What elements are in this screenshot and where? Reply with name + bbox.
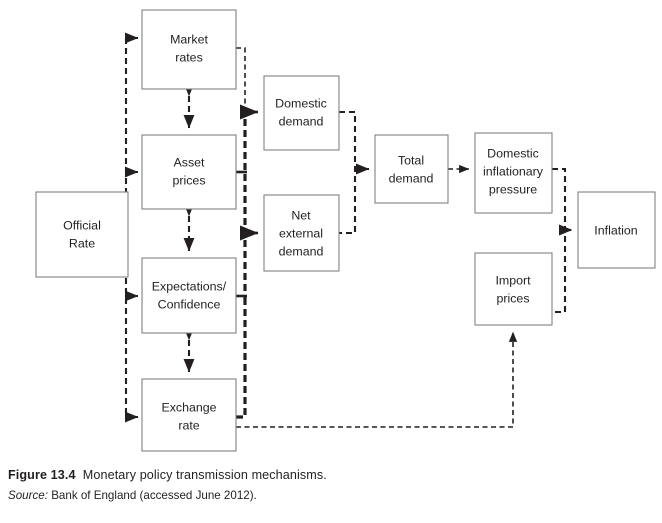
node-label-domestic-infl-line1: Domestic xyxy=(487,146,539,160)
node-label-expectations-line2: Confidence xyxy=(158,297,221,311)
node-domestic-inflationary-pressure[interactable]: Domestic inflationary pressure xyxy=(474,132,553,214)
node-label-total-demand-line2: demand xyxy=(389,171,434,185)
node-label-domestic-infl-line2: inflationary xyxy=(483,164,544,178)
node-inflation[interactable]: Inflation xyxy=(577,191,656,269)
node-label-net-external-line3: demand xyxy=(279,244,324,258)
node-market-rates[interactable]: Market rates xyxy=(141,9,237,90)
node-label-domestic-infl-line3: pressure xyxy=(489,182,537,196)
node-label-net-external-line1: Net xyxy=(291,208,311,222)
node-label-domestic-demand-line2: demand xyxy=(279,114,324,128)
caption-source: Source: Bank of England (accessed June 2… xyxy=(8,489,654,502)
node-label-import-prices-line2: prices xyxy=(496,291,529,305)
node-label-expectations-line1: Expectations/ xyxy=(152,279,227,293)
node-label-inflation-line1: Inflation xyxy=(594,223,638,237)
node-label-official-rate-line1: Official xyxy=(63,218,101,232)
edge-exchange-rate-to-import-prices xyxy=(236,331,518,428)
node-asset-prices[interactable]: Asset prices xyxy=(141,134,237,210)
node-label-market-rates-line2: rates xyxy=(175,50,203,64)
node-net-external-demand[interactable]: Net external demand xyxy=(263,194,340,272)
caption-figure-number: Figure 13.4 xyxy=(8,468,76,482)
caption-source-label: Source: xyxy=(8,489,48,502)
node-label-official-rate-line2: Rate xyxy=(69,236,95,250)
node-label-total-demand-line1: Total xyxy=(398,153,424,167)
node-label-market-rates-line1: Market xyxy=(170,32,208,46)
transmission-mechanism-diagram: Official Rate Market rates Asset prices … xyxy=(35,9,656,452)
caption-title: Figure 13.4 Monetary policy transmission… xyxy=(8,468,654,482)
node-import-prices[interactable]: Import prices xyxy=(474,252,553,326)
node-expectations-confidence[interactable]: Expectations/ Confidence xyxy=(141,257,237,334)
node-total-demand[interactable]: Total demand xyxy=(374,134,449,204)
edge-bus-market-rates xyxy=(124,32,139,50)
figure-caption: Figure 13.4 Monetary policy transmission… xyxy=(8,468,654,502)
caption-source-text: Bank of England (accessed June 2012). xyxy=(51,489,257,502)
node-exchange-rate[interactable]: Exchange rate xyxy=(141,378,237,452)
node-domestic-demand[interactable]: Domestic demand xyxy=(263,75,340,151)
node-label-domestic-demand-line1: Domestic xyxy=(275,96,327,110)
node-label-exchange-rate-line2: rate xyxy=(178,418,199,432)
node-label-asset-prices-line1: Asset xyxy=(174,155,206,169)
edge-demand-to-total-demand xyxy=(339,110,370,235)
node-label-exchange-rate-line1: Exchange xyxy=(161,400,216,414)
edge-pressures-to-inflation xyxy=(552,167,573,314)
node-label-import-prices-line1: Import xyxy=(495,273,531,287)
edge-left-column-to-demand-bus xyxy=(236,47,259,419)
node-official-rate[interactable]: Official Rate xyxy=(35,191,129,278)
node-label-net-external-line2: external xyxy=(279,226,323,240)
node-label-asset-prices-line2: prices xyxy=(172,173,205,187)
caption-title-text: Monetary policy transmission mechanisms. xyxy=(82,468,327,482)
